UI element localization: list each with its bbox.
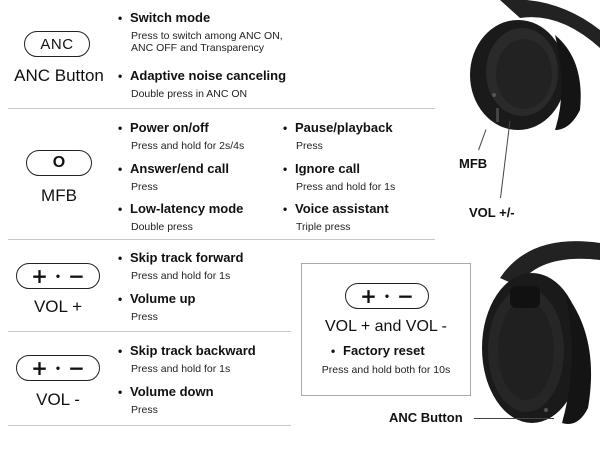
volume-down-desc: Press	[131, 404, 158, 416]
mfb-pill-label: O	[52, 154, 66, 171]
minus-icon: −	[397, 284, 414, 308]
power-title: •Power on/off	[118, 120, 209, 135]
bullet-icon: •	[118, 344, 123, 358]
bullet-icon: •	[283, 202, 288, 216]
dot-icon: •	[55, 269, 61, 283]
anc-button-graphic: ANC	[24, 31, 90, 57]
factory-vol-button-graphic: + • −	[345, 283, 429, 309]
volume-down-title: •Volume down	[118, 384, 214, 399]
vol-plus-button-graphic: + • −	[16, 263, 100, 289]
mfb-section-label: MFB	[41, 186, 77, 205]
headphone-earcup-top-image	[470, 0, 600, 130]
photo-label-anc: ANC Button	[389, 410, 463, 425]
low-latency-desc: Double press	[131, 221, 193, 233]
bullet-icon: •	[118, 162, 123, 176]
photo-label-mfb: MFB	[459, 156, 488, 171]
low-latency-title: •Low-latency mode	[118, 201, 244, 216]
pause-title: •Pause/playback	[283, 120, 393, 135]
volume-up-desc: Press	[131, 311, 158, 323]
switch-mode-desc-2: ANC OFF and Transparency	[131, 42, 265, 54]
pause-desc: Press	[296, 140, 323, 152]
switch-mode-title: •Switch mode	[118, 10, 211, 25]
divider	[8, 239, 435, 241]
factory-vol-label: VOL + and VOL -	[325, 318, 447, 335]
dot-icon: •	[55, 361, 61, 375]
skip-forward-title: •Skip track forward	[118, 250, 244, 265]
skip-forward-desc: Press and hold for 1s	[131, 270, 231, 282]
plus-icon: +	[31, 356, 48, 380]
answer-call-title: •Answer/end call	[118, 161, 229, 176]
volume-up-title: •Volume up	[118, 291, 196, 306]
factory-reset-box	[301, 263, 471, 396]
bullet-icon: •	[331, 344, 336, 358]
mfb-dot-icon	[492, 93, 496, 97]
cushion-shape	[555, 35, 581, 130]
anc-button-dot-icon	[544, 408, 548, 412]
factory-reset-desc: Press and hold both for 10s	[321, 364, 451, 376]
ignore-call-title: •Ignore call	[283, 161, 361, 176]
bullet-icon: •	[118, 202, 123, 216]
bullet-icon: •	[283, 162, 288, 176]
vol-minus-section-label: VOL -	[36, 390, 80, 409]
bullet-icon: •	[118, 121, 123, 135]
answer-call-desc: Press	[131, 181, 158, 193]
power-desc: Press and hold for 2s/4s	[131, 140, 245, 152]
headband-shape	[500, 0, 600, 48]
vol-plus-section-label: VOL +	[33, 297, 83, 316]
skip-backward-title: •Skip track backward	[118, 343, 256, 358]
anc-section-label: ANC Button	[14, 66, 104, 85]
bullet-icon: •	[283, 121, 288, 135]
vol-minus-button-graphic: + • −	[16, 355, 100, 381]
factory-reset-title: •Factory reset	[331, 343, 425, 358]
bullet-icon: •	[118, 251, 123, 265]
dot-icon: •	[384, 289, 390, 303]
leader-line-anc	[474, 418, 554, 419]
divider	[8, 425, 291, 427]
bullet-icon: •	[118, 11, 123, 25]
photo-label-vol: VOL +/-	[469, 205, 515, 220]
ignore-call-desc: Press and hold for 1s	[296, 181, 396, 193]
bullet-icon: •	[118, 385, 123, 399]
switch-mode-desc-1: Press to switch among ANC ON,	[131, 30, 283, 42]
plus-icon: +	[31, 264, 48, 288]
voice-assistant-title: •Voice assistant	[283, 201, 389, 216]
minus-icon: −	[68, 264, 85, 288]
earcup-inner	[498, 300, 554, 400]
skip-backward-desc: Press and hold for 1s	[131, 363, 231, 375]
anc-pill-label: ANC	[40, 35, 74, 53]
plus-icon: +	[360, 284, 377, 308]
cushion-shape	[562, 293, 592, 424]
headphone-earcup-bottom-image	[482, 241, 600, 424]
minus-icon: −	[68, 356, 85, 380]
adaptive-anc-desc: Double press in ANC ON	[131, 88, 248, 100]
vol-rocker-icon	[496, 108, 499, 122]
earcup-inner	[496, 39, 552, 109]
divider	[8, 108, 435, 110]
adaptive-anc-title: •Adaptive noise canceling	[118, 68, 287, 83]
divider	[8, 331, 291, 333]
mfb-button-graphic: O	[26, 150, 92, 176]
voice-assistant-desc: Triple press	[296, 221, 351, 233]
bullet-icon: •	[118, 292, 123, 306]
bullet-icon: •	[118, 69, 123, 83]
hinge-shape	[510, 286, 540, 308]
